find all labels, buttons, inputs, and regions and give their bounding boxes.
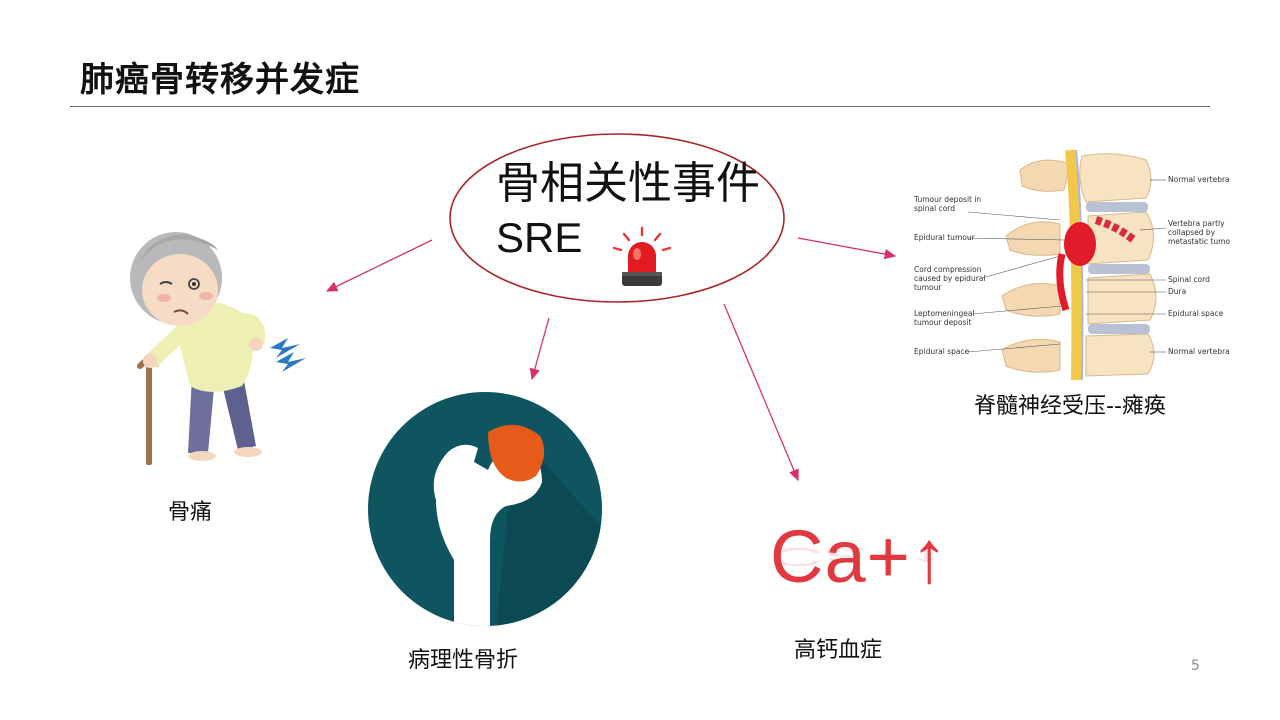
calcium-symbol: Ca+↑: [770, 515, 949, 598]
slide-title: 肺癌骨转移并发症: [80, 60, 360, 100]
sre-ellipse: [449, 133, 785, 303]
label-dura: Dura: [1168, 287, 1186, 296]
label-normal-vertebra-top: Normal vertebra: [1168, 175, 1230, 184]
fracture-label: 病理性骨折: [408, 648, 519, 673]
label-normal-vertebra-bottom: Normal vertebra: [1168, 347, 1230, 356]
label-spinal-cord: Spinal cord: [1168, 275, 1210, 284]
calcium-symbol-reflection: Ca+↑: [770, 542, 945, 572]
title-divider: [70, 106, 1210, 107]
alarm-siren-icon: [612, 226, 672, 286]
bone-pain-label: 骨痛: [168, 500, 213, 525]
label-epidural-space-right: Epidural space: [1168, 309, 1224, 318]
arrow-to-bone-pain: [325, 239, 433, 292]
arrow-to-spinal: [797, 237, 897, 260]
label-epidural-tumour: Epidural tumour: [914, 233, 976, 242]
sre-title: 骨相关性事件: [496, 158, 760, 209]
elderly-back-pain-illustration: [130, 232, 306, 465]
bone-fracture-icon: [368, 392, 602, 626]
label-epidural-space-left: Epidural space: [914, 347, 970, 356]
arrow-to-hypercalcemia: [723, 303, 799, 482]
arrow-to-fracture: [529, 317, 550, 381]
page-number: 5: [1191, 658, 1200, 674]
hypercalcemia-label: 高钙血症: [794, 638, 883, 663]
sre-abbreviation: SRE: [496, 214, 583, 261]
spinal-compression-label: 脊髓神经受压--瘫痪: [974, 394, 1166, 419]
